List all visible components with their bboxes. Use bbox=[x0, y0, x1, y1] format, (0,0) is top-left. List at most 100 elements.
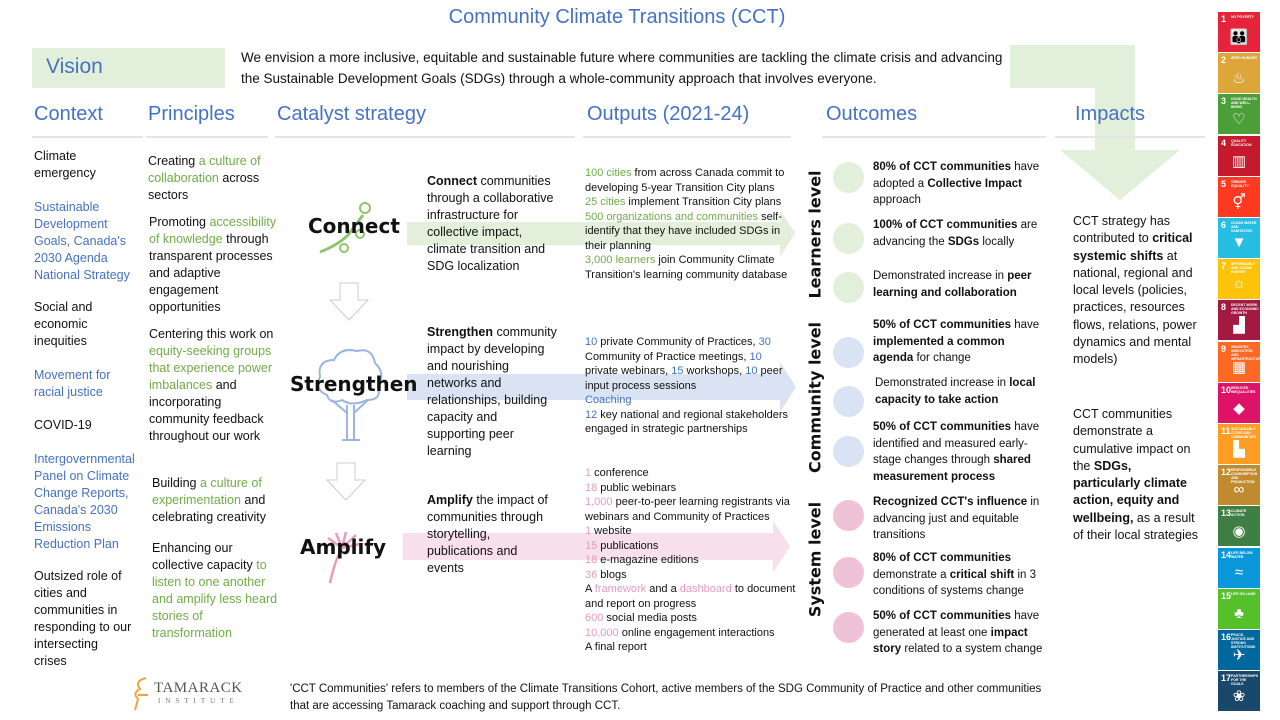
level-label-learners: Learners level bbox=[805, 170, 825, 299]
sdg-number: 10 bbox=[1221, 384, 1232, 395]
sdg-15-icon: ♣ bbox=[1234, 604, 1244, 622]
connect-description: Connect communities through a collaborat… bbox=[427, 173, 557, 275]
outcome-marker bbox=[833, 557, 864, 588]
strengthen-arrow bbox=[407, 362, 796, 412]
text-segment: impact story bbox=[873, 626, 1028, 656]
text-segment: A bbox=[585, 583, 595, 595]
sdg-label: NO POVERTY bbox=[1231, 15, 1254, 19]
text-segment: 80% of CCT communities bbox=[873, 161, 1012, 173]
text-segment: 80% of CCT communities bbox=[873, 552, 1012, 564]
text-segment: 500 organizations and communities bbox=[585, 210, 759, 223]
text-segment: blogs bbox=[597, 568, 627, 581]
text-segment: 15 bbox=[585, 539, 598, 552]
text-segment: Intergovernmental Panel on Climate Chang… bbox=[34, 452, 135, 551]
heading-outcomes: Outcomes bbox=[826, 103, 918, 125]
text-segment: workshops, bbox=[683, 365, 746, 377]
sdg-label: PARTNERSHIPS FOR THE GOALS bbox=[1231, 674, 1259, 687]
text-segment: 1 bbox=[585, 467, 592, 479]
text-segment: website bbox=[591, 525, 632, 537]
text-segment: critical systemic shifts bbox=[1073, 231, 1193, 263]
logo-sub: INSTITUTE bbox=[158, 697, 239, 705]
principle-item: Creating a culture of collaboration acro… bbox=[148, 153, 273, 204]
text-segment: through transparent processes and adapti… bbox=[149, 232, 273, 314]
text-segment: are advancing the bbox=[873, 219, 1038, 248]
outcome-marker bbox=[833, 386, 864, 417]
text-segment: 15 bbox=[671, 365, 684, 377]
text-segment: in advancing just and equitable transiti… bbox=[873, 496, 1040, 541]
text-segment: critical shift bbox=[949, 568, 1015, 581]
dandelion-icon bbox=[327, 531, 361, 584]
text-segment: at national, regional and local levels (… bbox=[1073, 248, 1197, 367]
sdg-11-icon: ▙ bbox=[1233, 441, 1245, 458]
divider bbox=[32, 136, 143, 138]
outcome-item: 50% of CCT communities have generated at… bbox=[873, 608, 1053, 658]
outcome-item: Recognized CCT's influence in advancing … bbox=[873, 494, 1053, 544]
text-segment: for change bbox=[913, 352, 971, 364]
sdg-number: 16 bbox=[1221, 632, 1232, 642]
principle-item: Enhancing our collective capacity to lis… bbox=[152, 540, 284, 642]
text-segment: 1 bbox=[585, 525, 592, 537]
text-segment: 18 bbox=[585, 481, 598, 494]
sdg-label: CLEAN WATER AND SANITATION bbox=[1231, 221, 1257, 233]
sdg-label: REDUCED INEQUALITIES bbox=[1231, 385, 1256, 394]
text-segment: peer input process sessions bbox=[585, 365, 783, 392]
text-segment: demonstrate a bbox=[873, 568, 950, 581]
text-segment: community impact by developing and nouri… bbox=[427, 325, 557, 458]
sdg-number: 8 bbox=[1221, 302, 1227, 313]
outcome-item: Demonstrated increase in local capacity … bbox=[875, 375, 1055, 408]
heading-impacts: Impacts bbox=[1075, 103, 1146, 125]
text-segment: Climate emergency bbox=[34, 149, 96, 180]
text-segment: 50% of CCT communities bbox=[873, 319, 1012, 331]
level-label-community: Community level bbox=[805, 321, 825, 474]
sdg-label: AFFORDABLE AND CLEAN ENERGY bbox=[1231, 262, 1256, 275]
divider bbox=[1055, 136, 1205, 138]
sdg-10-icon: ◆ bbox=[1233, 399, 1245, 417]
connect-outputs: 100 cities from across Canada commit to … bbox=[585, 166, 797, 282]
text-segment: Outsized role of cities and communities … bbox=[34, 569, 132, 668]
text-segment: CCT communities demonstrate a cumulative… bbox=[1073, 407, 1191, 473]
sdg-label: INDUSTRY, INNOVATION AND INFRASTRUCTURE bbox=[1231, 344, 1260, 361]
text-segment: 3,000 learners bbox=[585, 254, 656, 266]
text-segment: from across Canada commit to developing … bbox=[585, 167, 785, 194]
text-segment: Coaching bbox=[585, 394, 632, 406]
text-segment: and celebrating creativity bbox=[152, 493, 266, 524]
outcome-marker bbox=[833, 436, 864, 467]
outcome-marker bbox=[833, 272, 864, 303]
sdg-number: 14 bbox=[1221, 549, 1232, 560]
context-item: Climate emergency bbox=[34, 148, 114, 182]
arrow-down-icon bbox=[328, 282, 370, 321]
tamarack-logo: TAMARACK INSTITUTE bbox=[130, 675, 255, 711]
outcome-item: 80% of CCT communities have adopted a Co… bbox=[873, 159, 1053, 209]
text-segment: Demonstrated increase in bbox=[873, 270, 1008, 282]
context-item: Movement for racial justice bbox=[34, 367, 134, 401]
text-segment: A final report bbox=[585, 641, 647, 653]
text-segment: public webinars bbox=[597, 481, 677, 494]
sdg-number: 4 bbox=[1221, 137, 1227, 148]
text-segment: have adopted a bbox=[873, 161, 1040, 190]
text-segment: Collective Impact bbox=[927, 177, 1022, 190]
text-segment: approach bbox=[873, 194, 921, 206]
sdg-13-icon: ◉ bbox=[1232, 523, 1246, 541]
text-segment: 50% of CCT communities bbox=[873, 421, 1012, 433]
text-segment: CCT strategy has contributed to bbox=[1073, 214, 1171, 246]
text-segment: the impact of communities through storyt… bbox=[427, 493, 548, 575]
sdg-5-icon: ⚥ bbox=[1232, 193, 1246, 211]
text-segment: 100 cities bbox=[585, 167, 632, 179]
heading-outputs: Outputs (2021-24) bbox=[587, 103, 750, 125]
sdg-label: GENDER EQUALITY bbox=[1231, 179, 1249, 188]
text-segment: e-magazine editions bbox=[597, 554, 699, 566]
sdg-label: PEACE, JUSTICE AND STRONG INSTITUTIONS bbox=[1231, 633, 1256, 649]
divider bbox=[275, 136, 575, 138]
text-segment: Promoting bbox=[149, 215, 210, 229]
strengthen-label: Strengthen bbox=[290, 372, 418, 396]
sdg-17-icon: ❀ bbox=[1232, 688, 1246, 706]
sdg-6-icon: ▼ bbox=[1231, 234, 1247, 251]
text-segment: Creating bbox=[148, 154, 199, 168]
